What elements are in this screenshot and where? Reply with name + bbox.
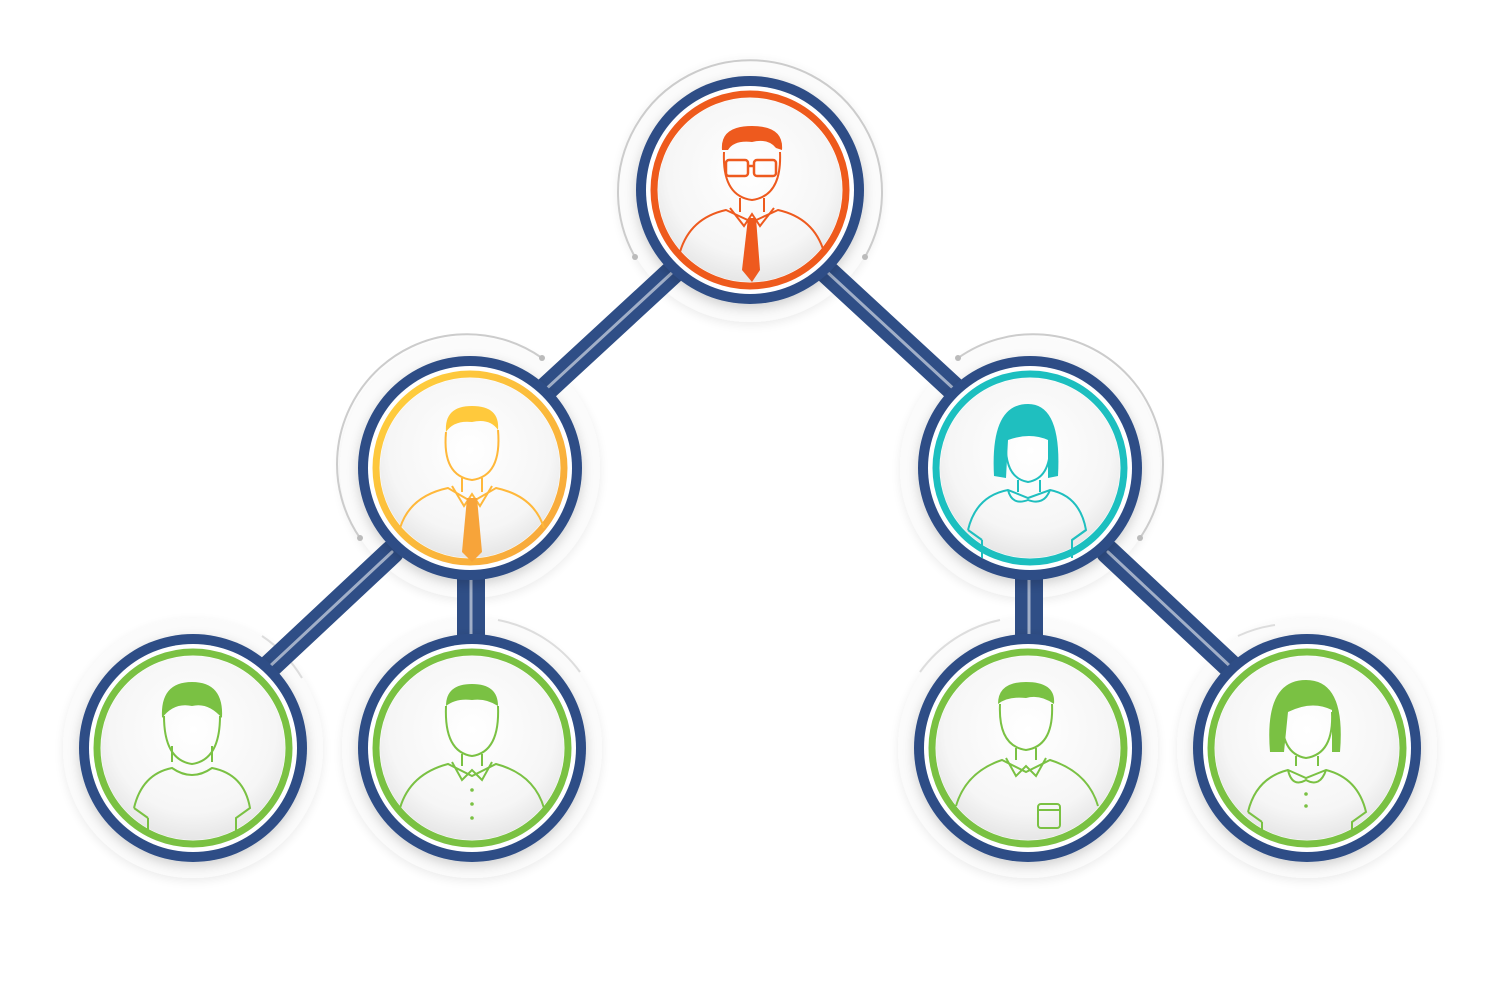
node-leaf-2 (358, 634, 586, 862)
avatar-man-tie-icon (399, 406, 545, 562)
arc-leaf-3 (919, 619, 1001, 673)
node-leaf-4 (1193, 634, 1421, 862)
avatar-man-pocket-shirt-icon (955, 682, 1099, 829)
arc-mid-right (957, 333, 1164, 539)
connector-layer (256, 258, 1244, 680)
node-root (636, 76, 864, 304)
avatar-woman-tshirt-icon (133, 682, 252, 834)
arc-mid-left (336, 333, 543, 539)
avatar-woman-collar-icon (967, 404, 1088, 558)
avatar-woman-polo-icon (1247, 680, 1368, 836)
node-mid-left (358, 356, 582, 580)
arc-leaf-2 (497, 619, 581, 673)
avatar-man-shirt-buttons-icon (399, 684, 545, 820)
arc-root (617, 59, 883, 258)
avatar-man-glasses-tie-icon (679, 126, 825, 282)
node-leaf-1 (79, 634, 307, 862)
arc-leaf-4 (1237, 624, 1276, 637)
node-mid-right (918, 356, 1142, 580)
node-leaf-3 (914, 634, 1142, 862)
decorative-arcs (261, 59, 1276, 679)
